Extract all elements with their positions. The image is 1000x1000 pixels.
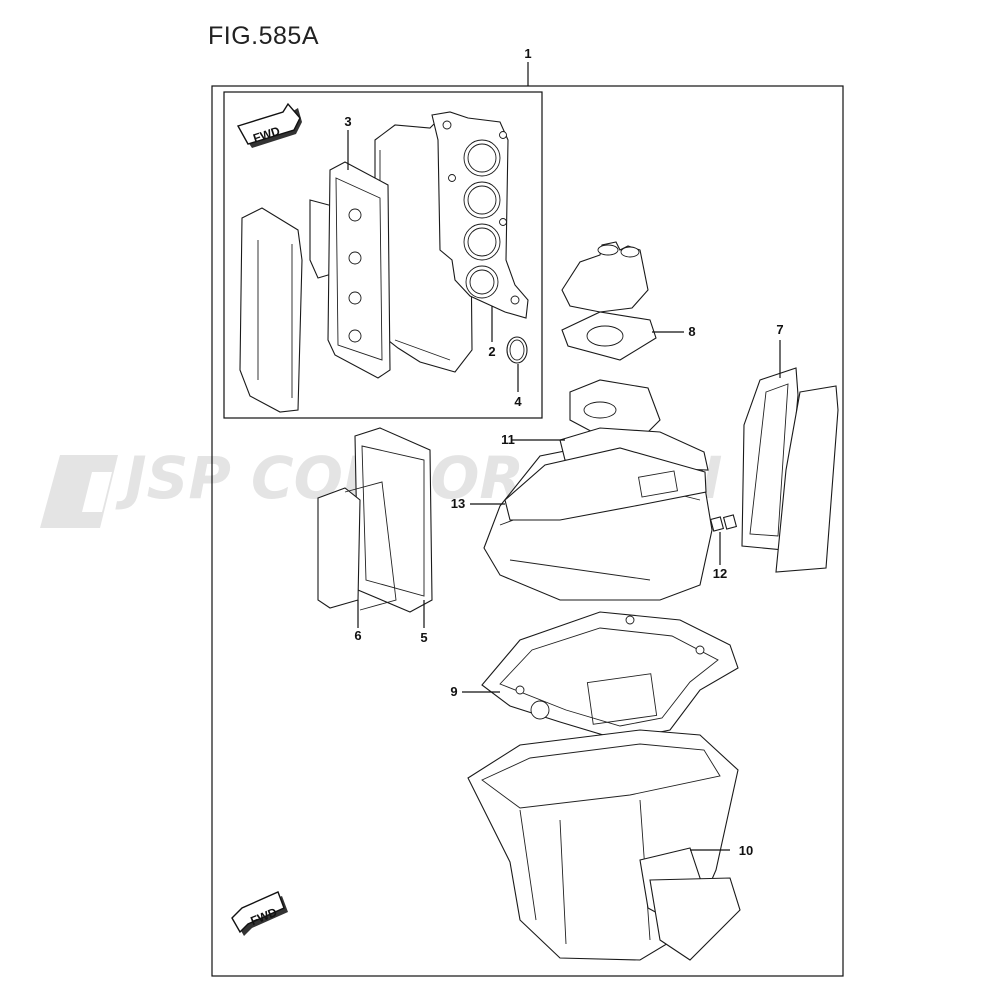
callout-2: 2 bbox=[488, 344, 495, 359]
callout-1: 1 bbox=[524, 46, 531, 61]
callout-9: 9 bbox=[450, 684, 457, 699]
callout-11: 11 bbox=[501, 432, 515, 447]
callout-3: 3 bbox=[344, 114, 351, 129]
fwd-arrow-icon: FWD bbox=[231, 891, 288, 936]
pump-housing bbox=[561, 241, 649, 313]
callout-7: 7 bbox=[776, 322, 783, 337]
callout-13: 13 bbox=[451, 496, 465, 511]
pump-gasket-part-8 bbox=[561, 311, 657, 361]
callout-5: 5 bbox=[420, 630, 427, 645]
housing-gasket-part-13 bbox=[504, 447, 707, 521]
exhaust-cover-gasket-part-7 bbox=[741, 367, 839, 573]
callout-4: 4 bbox=[514, 394, 522, 409]
head-subgroup-frame bbox=[223, 91, 543, 419]
head-gasket-part-2 bbox=[431, 111, 529, 319]
side-cover-gasket-part-5 bbox=[354, 427, 433, 613]
callout-12: 12 bbox=[713, 566, 727, 581]
figure-title: FIG.585A bbox=[208, 22, 319, 50]
callout-6: 6 bbox=[354, 628, 361, 643]
manifold-gasket-part-9 bbox=[481, 611, 739, 741]
callout-10: 10 bbox=[739, 843, 753, 858]
fwd-arrow-icon: FWD bbox=[236, 102, 302, 148]
oil-pan-housing bbox=[467, 729, 741, 961]
small-seals-part-12 bbox=[709, 514, 738, 532]
callout-8: 8 bbox=[688, 324, 695, 339]
head-cover-gasket-part-3 bbox=[327, 161, 391, 379]
